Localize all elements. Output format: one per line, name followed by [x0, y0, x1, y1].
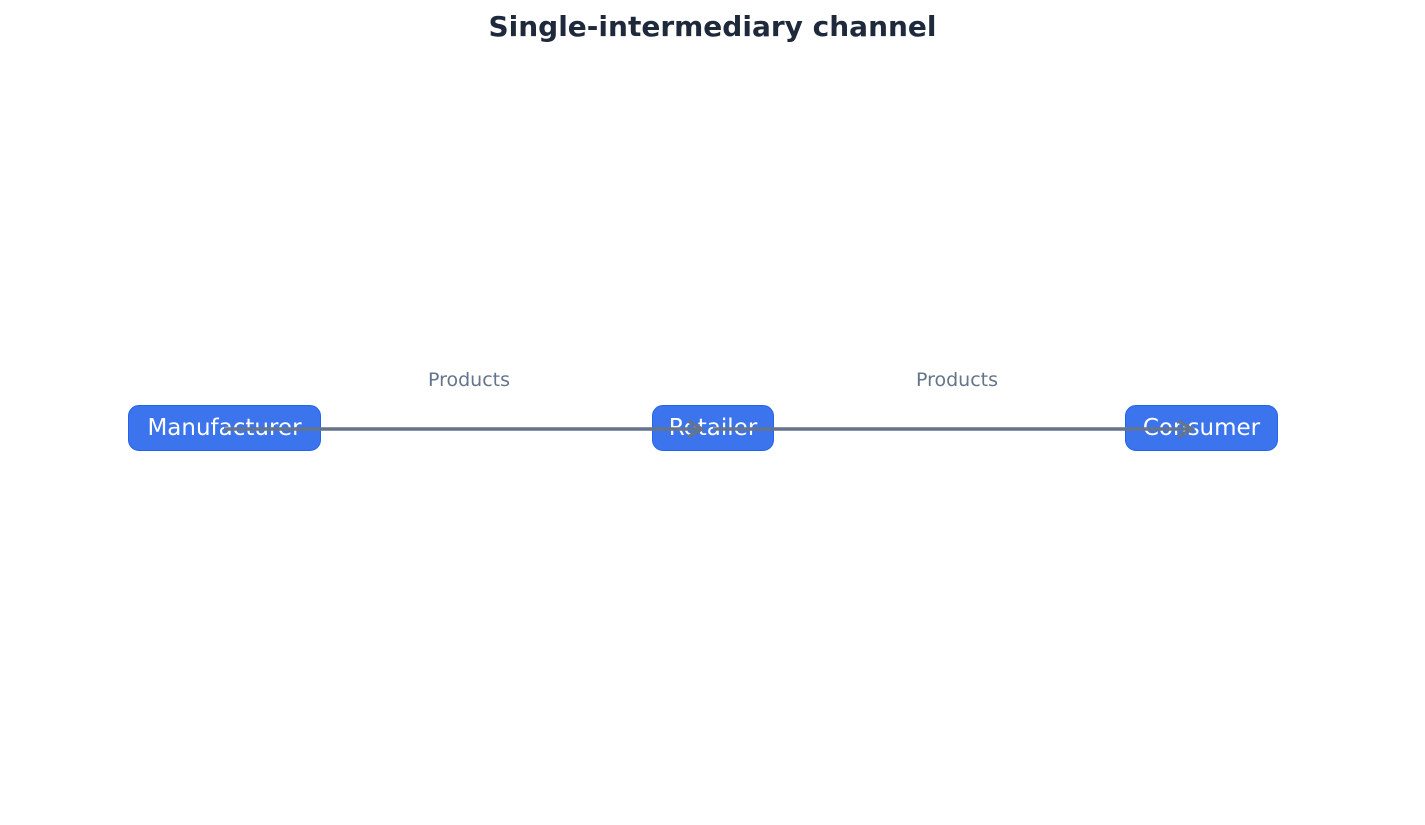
edge-label-manufacturer-retailer: Products: [427, 369, 511, 391]
arrowhead-icon: [687, 419, 706, 439]
arrowhead-icon: [1177, 419, 1196, 439]
edge-label-retailer-consumer: Products: [915, 369, 999, 391]
diagram-title: Single-intermediary channel: [488, 10, 937, 43]
edge-retailer-consumer: [713, 419, 1196, 439]
edge-manufacturer-retailer: [224, 419, 706, 439]
